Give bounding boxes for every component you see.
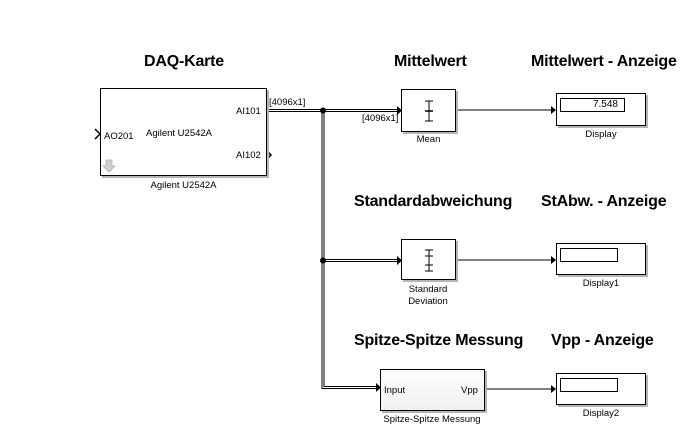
arrow-down-icon <box>102 159 116 173</box>
arrow-to-display <box>551 106 556 114</box>
daq-block[interactable]: Agilent U2542A AO201 AI101 AI102 <box>100 88 267 176</box>
daq-block-name: Agilent U2542A <box>146 128 213 139</box>
daq-block-caption: Agilent U2542A <box>150 180 217 191</box>
display2-caption: Display2 <box>582 408 620 419</box>
title-spitze-spitze: Spitze-Spitze Messung <box>354 332 524 349</box>
chevron-right-icon <box>265 149 273 161</box>
display1-block[interactable] <box>556 243 646 275</box>
title-mittelwert: Mittelwert <box>394 53 467 70</box>
display1-caption: Display1 <box>582 278 620 289</box>
std-block-caption-line2: Deviation <box>408 296 448 307</box>
title-standardabweichung: Standardabweichung <box>354 193 513 210</box>
p2p-block[interactable]: Input Vpp <box>380 369 485 411</box>
std-dev-icon <box>425 249 433 272</box>
title-mittelwert-anzeige: Mittelwert - Anzeige <box>531 53 677 70</box>
mean-block-caption: Mean <box>416 134 441 145</box>
std-block[interactable] <box>401 239 456 280</box>
std-block-caption-line1: Standard <box>408 284 448 295</box>
title-stabw-anzeige: StAbw. - Anzeige <box>541 193 667 210</box>
daq-out-port-1-label: AI101 <box>236 106 261 117</box>
arrow-to-display1 <box>551 256 556 264</box>
arrow-to-display2 <box>551 385 556 393</box>
arrow-to-mean <box>397 106 402 115</box>
title-daq-karte: DAQ-Karte <box>144 53 224 70</box>
mean-icon <box>425 100 433 122</box>
display-caption: Display <box>585 129 617 140</box>
mean-block[interactable] <box>401 89 456 132</box>
display-value: 7.548 <box>560 98 625 112</box>
display-block[interactable]: 7.548 <box>556 93 646 126</box>
display2-block[interactable] <box>556 373 646 405</box>
arrow-to-std <box>397 256 402 265</box>
title-vpp-anzeige: Vpp - Anzeige <box>551 332 654 349</box>
branch-point-2 <box>320 257 326 264</box>
signal-dim-mean-in: [4096x1] <box>362 113 399 124</box>
p2p-block-caption: Spitze-Spitze Messung <box>383 414 481 425</box>
p2p-out-port-label: Vpp <box>461 385 478 396</box>
branch-point-1 <box>320 107 326 114</box>
signal-dim-out: [4096x1] <box>269 97 306 108</box>
display1-value <box>560 248 618 262</box>
p2p-in-port-label: Input <box>384 385 406 396</box>
daq-in-port-label: AO201 <box>104 131 134 142</box>
daq-out-port-2-label: AI102 <box>236 150 261 161</box>
arrow-to-p2p <box>376 383 381 392</box>
display2-value <box>560 378 618 392</box>
